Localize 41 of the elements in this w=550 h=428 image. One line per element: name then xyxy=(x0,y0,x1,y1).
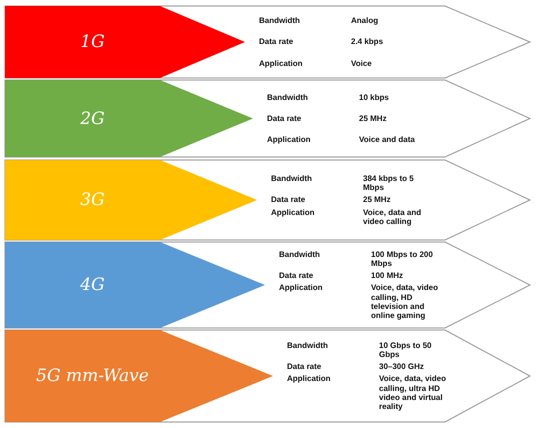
spec-value: Voice, data, video calling, HD television and online gaming xyxy=(371,283,439,320)
spec-value: Voice and data xyxy=(359,135,416,144)
spec-label: Application xyxy=(279,283,324,294)
spec-value: 384 kbps to 5 Mbps xyxy=(363,174,415,192)
spec-label: Data rate xyxy=(259,37,294,47)
arrow-panel xyxy=(5,330,530,422)
spec-label: Application xyxy=(271,208,316,219)
spec-label: Application xyxy=(267,135,312,144)
spec-label: Bandwidth xyxy=(259,16,301,26)
spec-label: Data rate xyxy=(279,271,314,280)
spec-label: Bandwidth xyxy=(267,92,309,102)
spec-value: 100 MHz xyxy=(371,271,404,280)
spec-value: Voice xyxy=(351,58,373,68)
spec-value: 100 Mbps to 200 Mbps xyxy=(371,250,434,268)
arrow-panel xyxy=(5,6,530,78)
arrow-panel xyxy=(5,242,530,328)
spec-label: Data rate xyxy=(287,362,322,372)
arrow-panel xyxy=(5,80,530,157)
generation-label: 3G xyxy=(79,189,106,212)
spec-value: 25 MHz xyxy=(363,195,392,205)
generation-label: 2G xyxy=(79,108,106,130)
spec-label: Bandwidth xyxy=(279,250,321,261)
generation-banner xyxy=(5,330,273,422)
spec-value: Analog xyxy=(351,16,380,26)
spec-label: Application xyxy=(287,374,332,386)
spec-value: 25 MHz xyxy=(359,114,388,124)
spec-label: Data rate xyxy=(267,114,302,124)
spec-label: Data rate xyxy=(271,195,306,205)
generation-label: 4G xyxy=(79,274,106,297)
spec-label: Bandwidth xyxy=(287,340,329,352)
spec-value: Voice, data, video calling, ultra HD video and virtual reality xyxy=(379,374,447,412)
generation-label: 1G xyxy=(79,31,106,54)
spec-label: Application xyxy=(259,58,304,68)
spec-value: 2.4 kbps xyxy=(351,37,384,47)
spec-value: 30–300 GHz xyxy=(379,362,425,372)
arrow-panel xyxy=(5,160,530,240)
generation-label: 5G mm-Wave xyxy=(35,365,150,388)
spec-value: Voice, data and video calling xyxy=(363,208,422,226)
spec-value: 10 kbps xyxy=(359,92,390,102)
spec-value: 10 Gbps to 50 Gbps xyxy=(379,340,432,360)
spec-label: Bandwidth xyxy=(271,174,313,186)
